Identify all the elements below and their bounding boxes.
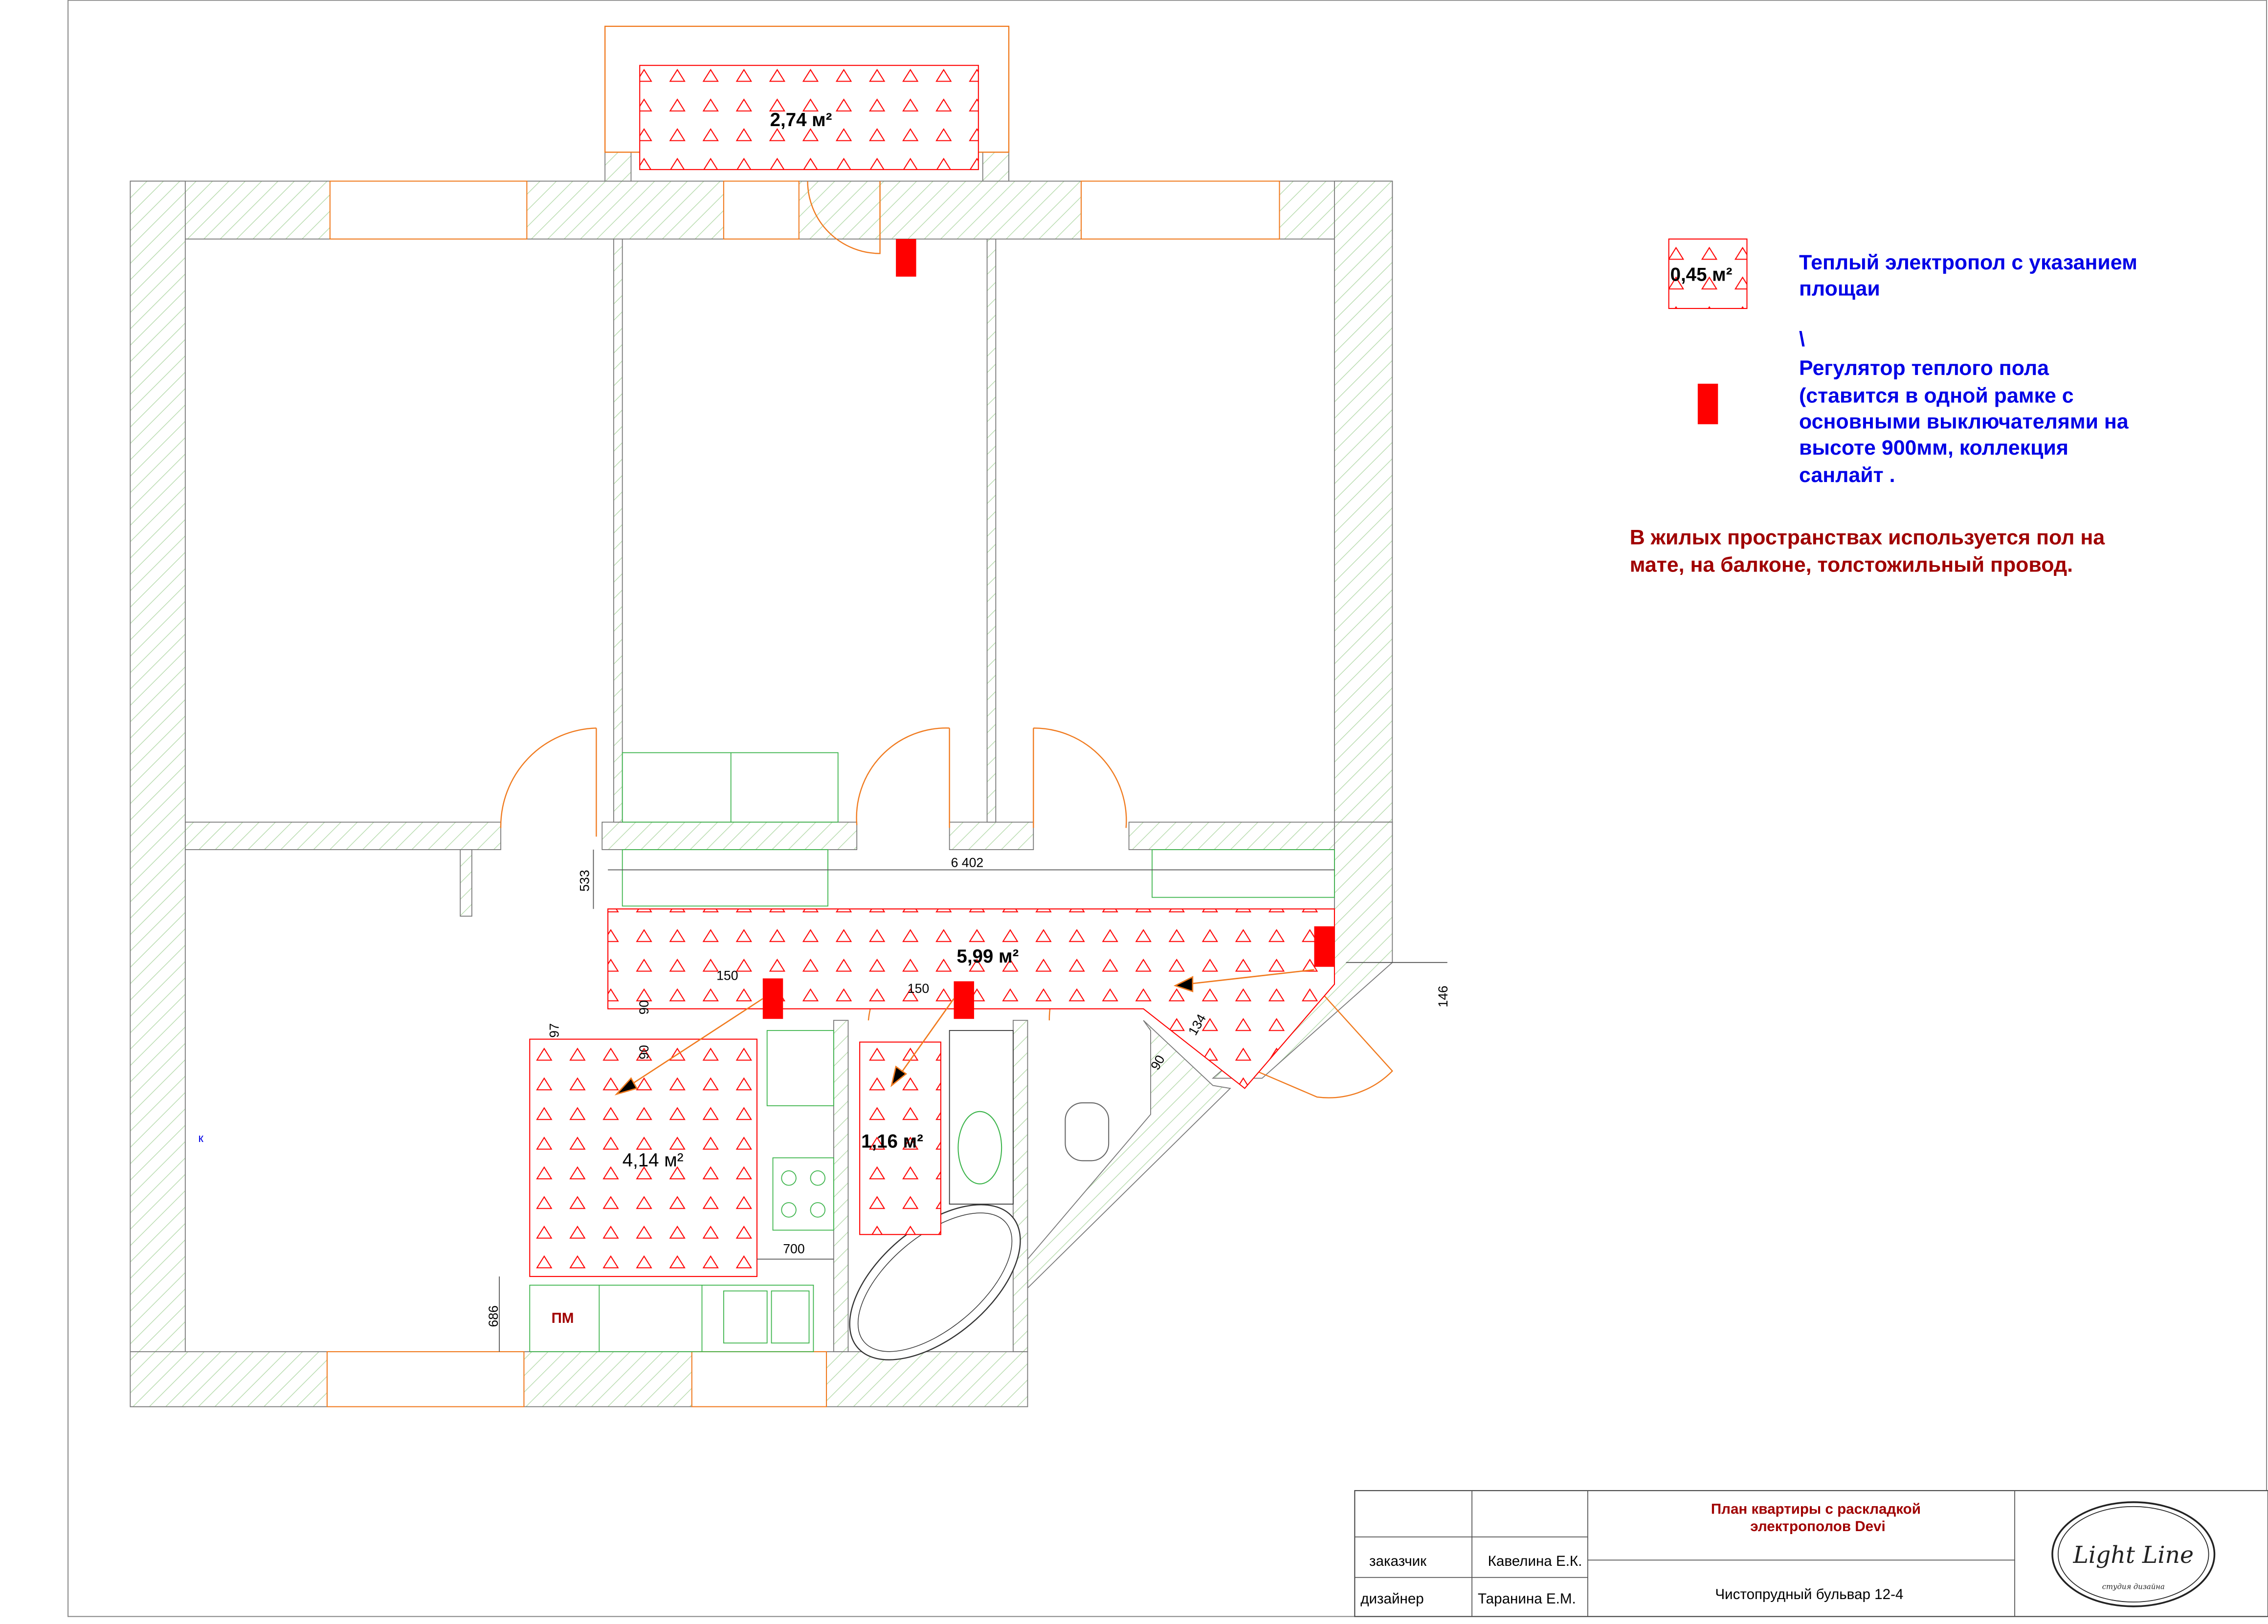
title-block: План квартиры с раскладкой электрополов … [1354,1490,2268,1617]
regulator-small-bath [954,981,974,1019]
drawing-title: План квартиры с раскладкой электрополов … [1711,1501,1925,1535]
dim-90b: 90 [637,1045,651,1060]
balcony-area-label: 2,74 м² [770,110,832,131]
dim-90a: 90 [637,1000,651,1015]
corridor-area-label: 5,99 м² [956,946,1019,967]
designer-name: Таранина Е.М. [1478,1591,1576,1607]
bathroom-left-area-label: 4,14 м² [623,1150,684,1171]
sheet-frame [67,0,2268,1617]
legend: 0,45 м² Теплый электропол с указанием пл… [1630,238,2143,577]
dimension-lines [499,849,1447,1352]
svg-text:Light Line: Light Line [2072,1542,2194,1569]
designer-label: дизайнер [1360,1591,1424,1607]
dim-686: 686 [486,1305,501,1327]
dim-corridor-length: 6 402 [951,855,984,870]
walls [130,152,1393,1407]
label-pm: ПМ [552,1310,574,1326]
svg-text:студия дизайна: студия дизайна [2102,1582,2165,1591]
toilet [1065,1102,1110,1162]
furniture [529,752,1335,1361]
legend-separator: \ [1799,328,1805,351]
customer-label: заказчик [1369,1553,1427,1569]
legend-regulator-text: Регулятор теплого пола (ставится в одной… [1799,356,2135,487]
dim-146: 146 [1436,986,1450,1007]
dim-reg1-offset: 150 [716,968,738,983]
dim-corridor-width: 533 [578,870,592,891]
address: Чистопрудный бульвар 12-4 [1715,1586,1903,1602]
legend-note: В жилых пространствах используется пол н… [1630,526,2111,576]
regulator-balcony-door [896,239,916,277]
legend-regulator-sample [1697,383,1718,424]
bathroom-small-area-label: 1,16 м² [861,1131,923,1152]
dim-reg2-offset: 150 [908,981,929,996]
legend-heated-floor-sample [1668,238,1748,309]
customer-name: Кавелина Е.К. [1488,1553,1582,1569]
label-k: к [198,1132,203,1145]
bathroom-left-heated-floor [529,1038,758,1277]
dim-97: 97 [547,1023,561,1038]
legend-sample-area: 0,45 м² [1670,264,1733,285]
dim-700: 700 [783,1242,804,1256]
balcony-heated-floor [639,65,979,170]
windows [326,180,1280,1407]
bathtub [849,1204,1021,1361]
legend-heated-floor-text: Теплый электропол с указанием площаи [1799,251,2143,300]
regulator-arrows [614,969,1314,1096]
regulator-corridor [1314,926,1334,967]
regulator-left-bath [762,978,783,1019]
light-line-logo: Light Line студия дизайна [2051,1501,2216,1607]
